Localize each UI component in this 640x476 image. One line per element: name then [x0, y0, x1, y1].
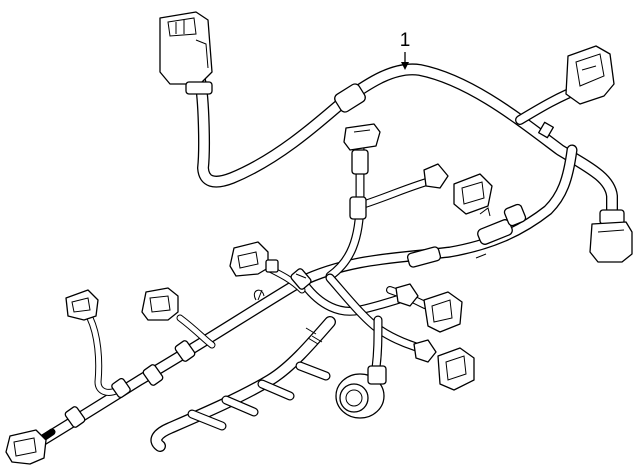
harness-clips	[253, 207, 491, 301]
far-left-connector	[65, 289, 99, 321]
right-center-connector-2	[413, 339, 475, 391]
injector-rail-harness	[150, 316, 336, 452]
right-center-connector-1	[395, 283, 463, 333]
mid-left-connector	[229, 241, 279, 277]
callout-1: 1	[400, 30, 411, 70]
elbow-connector	[423, 163, 493, 215]
callout-arrowhead	[401, 62, 409, 70]
top-left-connector	[159, 11, 213, 95]
right-lower-connector	[589, 209, 633, 263]
top-right-connector	[565, 45, 615, 105]
round-sensor	[335, 365, 387, 419]
bottom-left-connector	[5, 429, 47, 465]
callout-number-1: 1	[400, 30, 411, 51]
left-connector	[141, 287, 179, 321]
top-center-connector	[343, 123, 381, 175]
sensor-drop	[371, 315, 383, 373]
protective-sleeve	[64, 83, 527, 428]
